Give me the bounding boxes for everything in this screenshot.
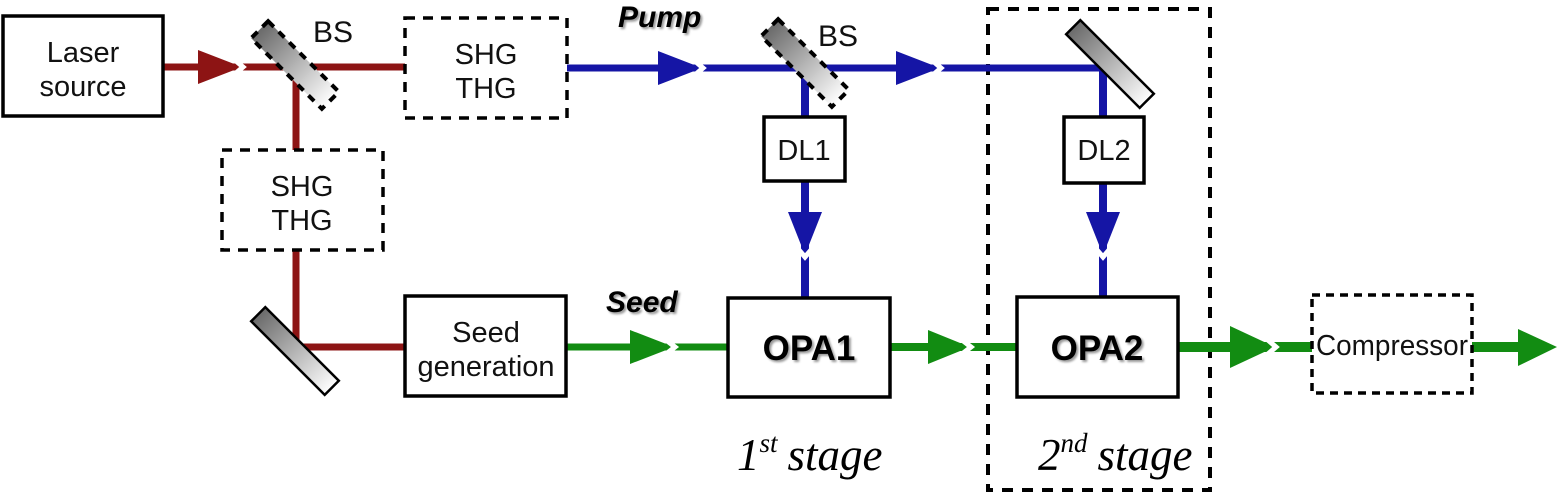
- blue-down-arrow2-notch: [1089, 241, 1117, 261]
- green-output-arrow-icon: [1518, 329, 1557, 366]
- laser-source-rect: [1, 14, 165, 118]
- dl1-box: DL1: [762, 115, 847, 183]
- bs2-label: BS: [818, 20, 858, 53]
- dl1-label: DL1: [777, 135, 830, 167]
- pump-label: Pump: [618, 1, 701, 34]
- opa1-label: OPA1: [763, 329, 856, 368]
- blue-down-arrow1-icon: [788, 212, 822, 255]
- seed-generation-label-line1: Seed: [452, 317, 520, 349]
- opa1-rect: [726, 296, 892, 399]
- bs1-label: BS: [313, 16, 353, 49]
- seed-generation-rect: [403, 294, 568, 398]
- stage1-word: stage: [788, 430, 883, 480]
- opa2-rect: [1015, 295, 1180, 399]
- stage2-suffix: nd: [1061, 428, 1089, 458]
- seed-label: Seed: [606, 286, 678, 319]
- mirror-top-right-icon: [1064, 18, 1156, 110]
- shg-thg-top-box: SHG THG: [403, 16, 569, 120]
- seed-generation-label-line2: generation: [417, 351, 554, 383]
- stage2-word: stage: [1098, 430, 1193, 480]
- blue-beam-arrow2-icon: [896, 51, 940, 85]
- shg-thg-top-label-line2: THG: [455, 73, 516, 105]
- dl2-box: DL2: [1062, 115, 1146, 185]
- compressor-rect: [1310, 293, 1474, 395]
- green-arrow3-notch: [1259, 332, 1280, 362]
- blue-beam-arrow1-icon: [658, 51, 702, 85]
- laser-source-label-line1: Laser: [47, 37, 120, 69]
- green-beam-arrow2-icon: [928, 330, 970, 364]
- dl2-label: DL2: [1077, 135, 1130, 167]
- stage2-number: 2: [1038, 430, 1061, 480]
- blue-arrow2-notch: [925, 54, 945, 82]
- blue-down-arrow2-icon: [1086, 212, 1120, 255]
- compressor-label: Compressor: [1316, 330, 1468, 362]
- shg-thg-top-rect: [403, 16, 569, 120]
- mirror-bottom-left-icon: [249, 305, 341, 397]
- opa1-box: OPA1: [726, 296, 892, 399]
- shg-thg-left-box: SHG THG: [220, 148, 385, 252]
- stage1-number: 1: [737, 430, 760, 480]
- green-beam-arrow3-icon: [1230, 326, 1275, 368]
- seed-generation-box: Seed generation: [403, 294, 568, 398]
- laser-source-label-line2: source: [39, 71, 126, 103]
- shg-thg-left-rect: [220, 148, 385, 252]
- beam-splitter-2-icon: [758, 16, 852, 110]
- shg-thg-top-label-line1: SHG: [455, 39, 518, 71]
- laser-source-box: Laser source: [1, 14, 165, 118]
- green-arrow2-notch: [955, 334, 976, 360]
- green-beam-arrow1-icon: [630, 330, 674, 364]
- red-arrow-notch: [227, 53, 247, 81]
- green-arrow1-notch: [659, 334, 680, 360]
- dl2-rect: [1062, 115, 1146, 185]
- compressor-box: Compressor: [1310, 293, 1474, 395]
- shg-thg-left-label-line2: THG: [271, 205, 332, 237]
- blue-down-arrow1-notch: [791, 241, 819, 261]
- dl1-rect: [762, 115, 847, 183]
- red-beam-arrow-icon: [198, 50, 242, 84]
- opa2-box: OPA2: [1015, 295, 1180, 399]
- seed-beam-green: [566, 326, 1557, 368]
- beam-splitter-1-icon: [248, 18, 342, 112]
- stage1-suffix: st: [760, 428, 780, 458]
- blue-arrow1-notch: [687, 54, 707, 82]
- opa2-label: OPA2: [1051, 329, 1144, 368]
- shg-thg-left-label-line1: SHG: [271, 171, 334, 203]
